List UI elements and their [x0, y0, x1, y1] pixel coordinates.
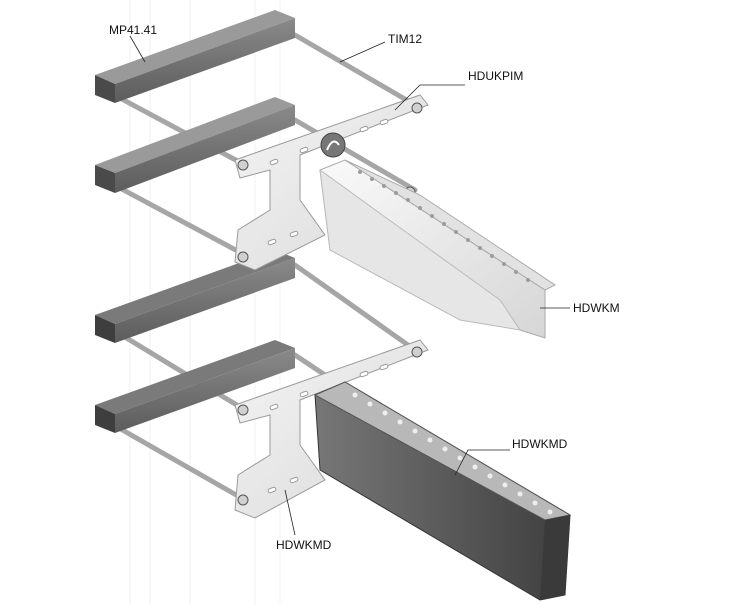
strut-channel-2: [95, 97, 295, 193]
leader-hdwkmd-arm: [454, 449, 510, 476]
leader-tim12: [339, 41, 386, 63]
lower-cantilever-arm: [313, 381, 572, 601]
strut-channel-1: [95, 10, 295, 103]
label-lower-arm: HDWKMD: [512, 437, 568, 451]
label-upper-arm: HDWKM: [573, 301, 620, 315]
strut-channel-3: [95, 250, 295, 343]
label-rod: TIM12: [388, 32, 423, 46]
leader-hdwkmd-bracket: [284, 489, 296, 536]
leader-mp4141: [129, 35, 146, 63]
label-upper-bracket: HDUKPIM: [468, 69, 524, 83]
strut-channel-4: [95, 340, 295, 433]
leader-hdukpim: [394, 84, 465, 111]
label-channel: MP41.41: [109, 23, 158, 37]
upper-cantilever-arm: [319, 159, 556, 339]
leader-lines: [129, 35, 570, 536]
lower-bracket-plate: [234, 339, 429, 519]
label-lower-bracket: HDWKMD: [276, 538, 332, 552]
